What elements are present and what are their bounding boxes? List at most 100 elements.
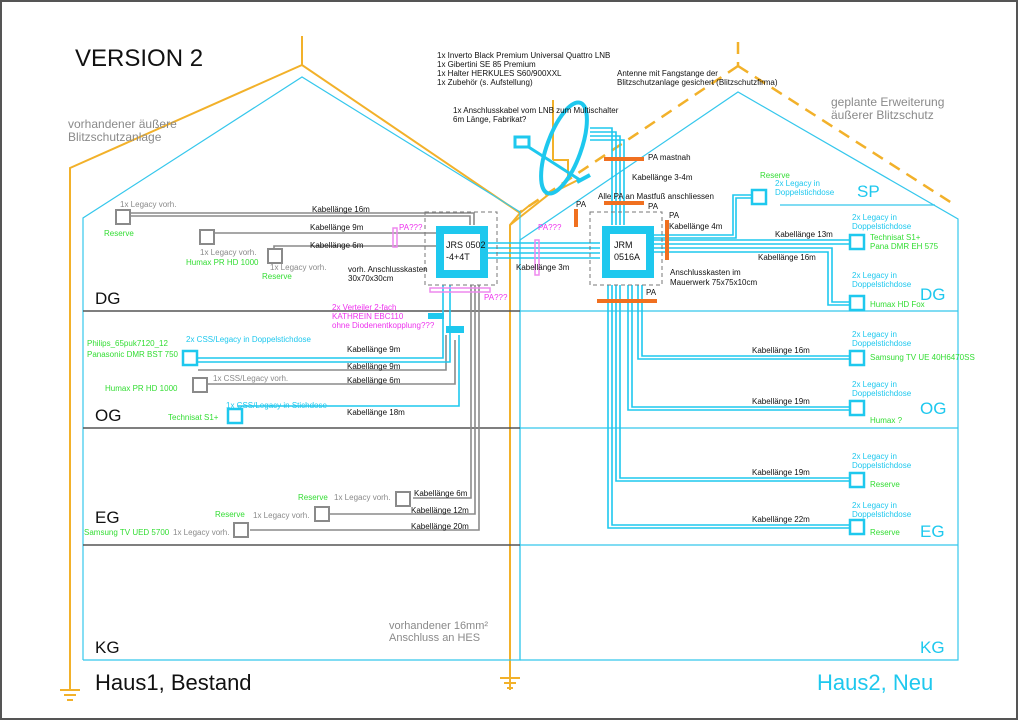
outlet-type: 1x CSS/Legacy in Stichdose <box>226 401 327 410</box>
device-label: Reserve <box>298 493 328 502</box>
splitter-note: KATHREIN EBC110 <box>332 312 404 321</box>
parts-list-item: 1x Gibertini SE 85 Premium <box>437 60 536 69</box>
cable-length-label: Kabellänge 9m <box>347 362 401 371</box>
device-label: Reserve <box>870 528 900 537</box>
outlet-type: Doppelstichdose <box>852 222 912 231</box>
device-label: Technisat S1+ <box>168 413 219 422</box>
outlet-type: 2x Legacy in <box>852 501 897 510</box>
cable-length-label: Kabellänge 22m <box>752 515 810 524</box>
grounding-note: Anschluss an HES <box>389 632 480 644</box>
cable-length-label: Kabellänge 13m <box>775 230 833 239</box>
socket <box>848 349 866 367</box>
socket <box>115 209 131 225</box>
cable-length-label: Kabellänge 4m <box>669 222 723 231</box>
haus2-label: Haus2, Neu <box>817 670 933 695</box>
antenna-note: Antenne mit Fangstange der <box>617 69 718 78</box>
pa-bars <box>574 157 669 303</box>
floor-lines <box>83 310 958 546</box>
device-label: Panasonic DMR BST 750 <box>87 350 179 359</box>
splitter-note: ohne Diodenentkopplung??? <box>332 321 435 330</box>
junction-box-note: Mauerwerk 75x75x10cm <box>670 278 757 287</box>
cable-length-label: Kabellänge 20m <box>411 522 469 531</box>
floor-label: KG <box>95 638 120 657</box>
cable-length-label: Kabellänge 3-4m <box>632 173 693 182</box>
haus2-sockets <box>750 188 866 536</box>
socket <box>192 377 208 393</box>
cable-length-label: Kabellänge 6m <box>347 376 401 385</box>
floor-label: KG <box>920 638 945 657</box>
haus2-cables <box>590 127 856 529</box>
pa-label: PA <box>669 211 680 220</box>
pa-unknown-label: PA??? <box>484 293 508 302</box>
pa-bar <box>604 157 644 161</box>
device-label: Reserve <box>215 510 245 519</box>
outlet-type: 1x CSS/Legacy vorh. <box>213 374 288 383</box>
socket <box>848 518 866 536</box>
cable-length-label: Kabellänge 9m <box>347 345 401 354</box>
note-planned-lightning: geplante Erweiterung <box>831 95 944 109</box>
new-junction-box <box>589 211 663 286</box>
device-label: Pana DMR EH 575 <box>870 242 939 251</box>
outlet-type: 1x Legacy vorh. <box>253 511 309 520</box>
pa-label: PA <box>646 288 657 297</box>
socket <box>199 229 215 245</box>
cable-length-label: Kabellänge 6m <box>310 241 364 250</box>
cable-length-label: Kabellänge 6m <box>414 489 468 498</box>
floor-label: OG <box>95 406 121 425</box>
outlet-type: 2x Legacy in <box>775 179 820 188</box>
outlet-type: 2x Legacy in <box>852 271 897 280</box>
cable-length-label: Kabellänge 3m <box>516 263 570 272</box>
jrm-label: JRM <box>614 240 633 250</box>
floor-label: EG <box>95 508 120 527</box>
cable-length-label: Kabellänge 16m <box>758 253 816 262</box>
cable-length-label: Kabellänge 9m <box>310 223 364 232</box>
device-label: Humax ? <box>870 416 903 425</box>
ground-icon <box>60 689 80 701</box>
splitter <box>446 326 464 333</box>
cable-length-label: Kabellänge 12m <box>411 506 469 515</box>
device-label: Reserve <box>104 229 134 238</box>
outlet-type: 2x Legacy in <box>852 330 897 339</box>
pa-label: PA mastnah <box>648 153 691 162</box>
parts-list-item: 1x Halter HERKULES S60/900XXL <box>437 69 562 78</box>
junction-box-note: Anschlusskasten im <box>670 268 741 277</box>
cable-length-label: Kabellänge 19m <box>752 468 810 477</box>
device-label: Reserve <box>870 480 900 489</box>
jrs-label: -4+4T <box>446 252 470 262</box>
jrs-label: JRS 0502 <box>446 240 486 250</box>
jrm-label: 0516A <box>614 252 640 262</box>
socket <box>267 248 283 264</box>
outlet-type: Doppelstichdose <box>852 510 912 519</box>
outlet-type: 1x Legacy vorh. <box>270 263 326 272</box>
socket <box>848 399 866 417</box>
note-existing-lightning: Blitzschutzanlage <box>68 130 162 144</box>
outlet-type: 1x Legacy vorh. <box>334 493 390 502</box>
haus1-label: Haus1, Bestand <box>95 670 252 695</box>
note-existing-lightning: vorhandener äußere <box>68 117 177 131</box>
socket <box>848 471 866 489</box>
device-label: Philips_65puk7120_12 <box>87 339 169 348</box>
existing-junction-box <box>424 211 498 286</box>
floor-label: OG <box>920 399 946 418</box>
socket <box>750 188 768 206</box>
device-label: Samsung TV UE 40H6470SS <box>870 353 975 362</box>
socket <box>848 294 866 312</box>
lightning-protection-planned <box>519 42 956 214</box>
cable-length-label: Kabellänge 16m <box>752 346 810 355</box>
outlet-type: Doppelstichdose <box>852 389 912 398</box>
outlet-type: 2x Legacy in <box>852 213 897 222</box>
lightning-protection-existing <box>60 36 579 701</box>
floor-label: EG <box>920 522 945 541</box>
outlet-type: 1x Legacy vorh. <box>173 528 229 537</box>
outlet-type: 2x Legacy in <box>852 380 897 389</box>
cable-length-label: Kabellänge 16m <box>312 205 370 214</box>
outlet-type: Doppelstichdose <box>852 280 912 289</box>
outlet-type: Doppelstichdose <box>775 188 835 197</box>
multiswitch-jrs: JRS 0502 -4+4T <box>436 226 488 278</box>
device-label: Humax PR HD 1000 <box>186 258 259 267</box>
grounding-note: vorhandener 16mm² <box>389 620 488 632</box>
outlet-type: 2x Legacy in <box>852 452 897 461</box>
pa-unknown-label: PA??? <box>399 223 423 232</box>
outlet-type: 1x Legacy vorh. <box>120 200 176 209</box>
